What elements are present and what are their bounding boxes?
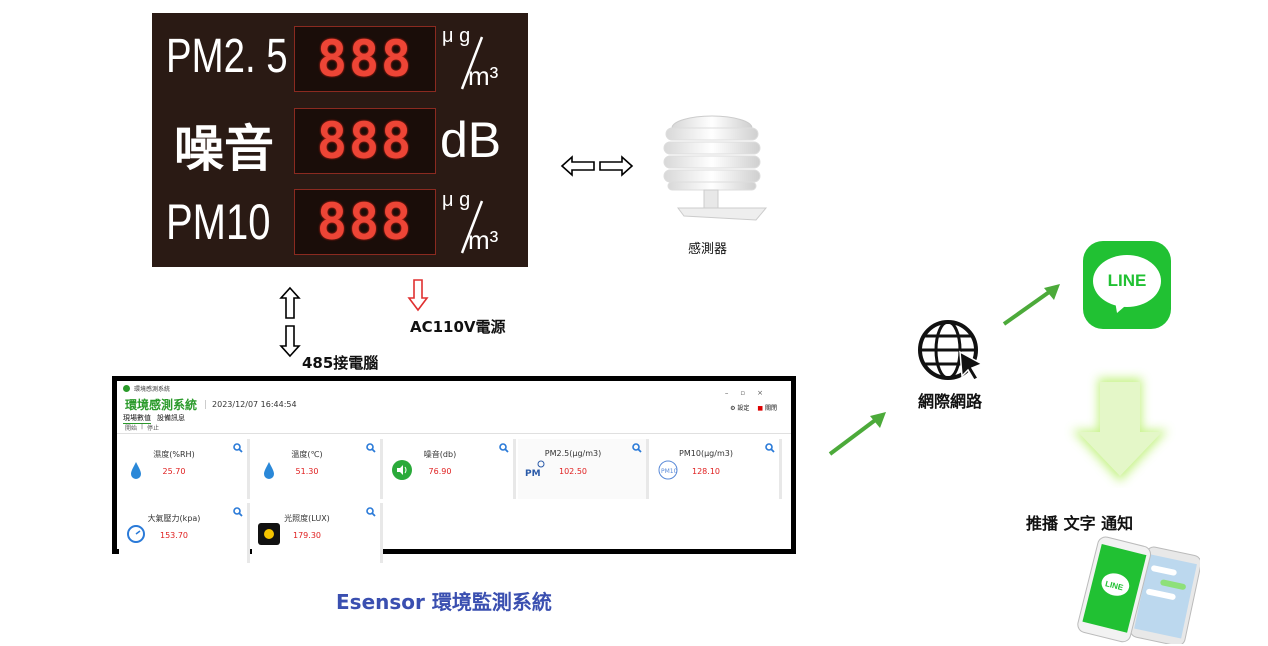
datetime: 2023/12/07 16:44:54 xyxy=(205,399,297,409)
search-icon[interactable] xyxy=(233,443,243,453)
sun-icon xyxy=(258,523,280,545)
led-digits-noise: 888 xyxy=(294,108,436,174)
unit-ug: μ g xyxy=(442,25,471,47)
speaker-icon xyxy=(392,460,412,480)
unit-slash-icon xyxy=(460,36,484,90)
power-label: AC110V電源 xyxy=(410,318,506,336)
search-icon[interactable] xyxy=(765,443,775,453)
card-pressure: 大氣壓力(kpa) 153.70 xyxy=(119,503,250,563)
app-icon xyxy=(123,384,130,392)
card-humidity: 濕度(%RH) 25.70 xyxy=(119,439,250,499)
card-pm25: PM PM2.5(μg/m3) 102.50 xyxy=(518,439,649,499)
software-window: 環境感測系統 –▫× 環境感測系統 2023/12/07 16:44:54 ⚙ … xyxy=(112,376,796,563)
pm10-icon: PM10 xyxy=(658,460,678,480)
down-arrow-icon xyxy=(1072,378,1168,482)
double-arrow-vertical-icon xyxy=(279,286,301,358)
tab-bar: 現場數值 設備訊息 xyxy=(117,413,791,424)
settings-button[interactable]: ⚙ 設定 xyxy=(730,405,750,412)
sensor-label: 感測器 xyxy=(688,242,728,257)
card-temperature: 溫度(℃) 51.30 xyxy=(252,439,383,499)
window-controls[interactable]: –▫× xyxy=(724,389,775,397)
app-header: 環境感測系統 2023/12/07 16:44:54 ⚙ 設定 ■ 關閉 xyxy=(117,395,791,413)
unit-ug-2: μ g xyxy=(442,189,471,211)
start-button[interactable]: 開始 xyxy=(125,425,138,432)
unit-m3: m³ xyxy=(468,61,499,91)
push-notify-label: 推播 文字 通知 xyxy=(1026,514,1134,533)
led-digits-pm25: 888 xyxy=(294,26,436,92)
search-icon[interactable] xyxy=(366,507,376,517)
card-pm10: PM10 PM10(μg/m3) 128.10 xyxy=(651,439,782,499)
arrow-to-line-icon xyxy=(1002,284,1060,326)
line-bubble: LINE xyxy=(1093,255,1161,307)
pm25-icon: PM xyxy=(525,460,545,479)
close-app-button[interactable]: ■ 關閉 xyxy=(757,405,777,412)
water-drop-icon xyxy=(264,462,274,479)
pc-link-label: 485接電腦 xyxy=(302,354,379,372)
tab-live-values[interactable]: 現場數值 xyxy=(123,413,151,424)
board-label-pm10: PM10 xyxy=(166,194,271,250)
search-icon[interactable] xyxy=(499,443,509,453)
search-icon[interactable] xyxy=(233,507,243,517)
line-bubble-tail xyxy=(1115,301,1131,313)
system-caption: Esensor 環境監測系統 xyxy=(336,590,552,614)
tab-device-info[interactable]: 設備訊息 xyxy=(157,414,185,422)
water-drop-icon xyxy=(131,462,141,479)
card-illuminance: 光照度(LUX) 179.30 xyxy=(252,503,383,563)
line-app-logo: LINE xyxy=(1083,241,1171,329)
svg-text:PM10: PM10 xyxy=(661,468,678,475)
toolbar: 開始| 停止 xyxy=(117,423,791,434)
search-icon[interactable] xyxy=(366,443,376,453)
system-title: 環境感測系統 xyxy=(125,397,198,412)
internet-label: 網際網路 xyxy=(918,392,983,411)
power-arrow-icon xyxy=(407,279,429,312)
led-display-board: PM2. 5 888 μ g m³ 噪音 888 dB PM10 888 μ g… xyxy=(152,13,528,267)
board-label-noise: 噪音 xyxy=(174,121,274,177)
arrow-to-internet-icon xyxy=(828,412,886,456)
unit-slash-icon-2 xyxy=(460,200,484,254)
search-icon[interactable] xyxy=(632,443,642,453)
unit-m3-2: m³ xyxy=(468,225,499,255)
window-title: 環境感測系統 xyxy=(134,385,171,393)
led-digits-pm10: 888 xyxy=(294,189,436,255)
card-noise: 噪音(db) 76.90 xyxy=(385,439,516,499)
stop-button[interactable]: 停止 xyxy=(147,425,160,432)
phones-icon: LINE xyxy=(1077,536,1200,644)
globe-cursor-icon xyxy=(918,320,984,381)
gauge-icon xyxy=(127,525,145,543)
unit-db: dB xyxy=(440,112,502,168)
double-arrow-horizontal-icon xyxy=(560,155,634,177)
board-label-pm25: PM2. 5 xyxy=(166,30,288,83)
svg-text:LINE: LINE xyxy=(1104,579,1125,592)
svg-text:PM: PM xyxy=(525,469,541,479)
window-titlebar: 環境感測系統 –▫× xyxy=(117,381,791,397)
sensor-icon xyxy=(663,115,768,221)
